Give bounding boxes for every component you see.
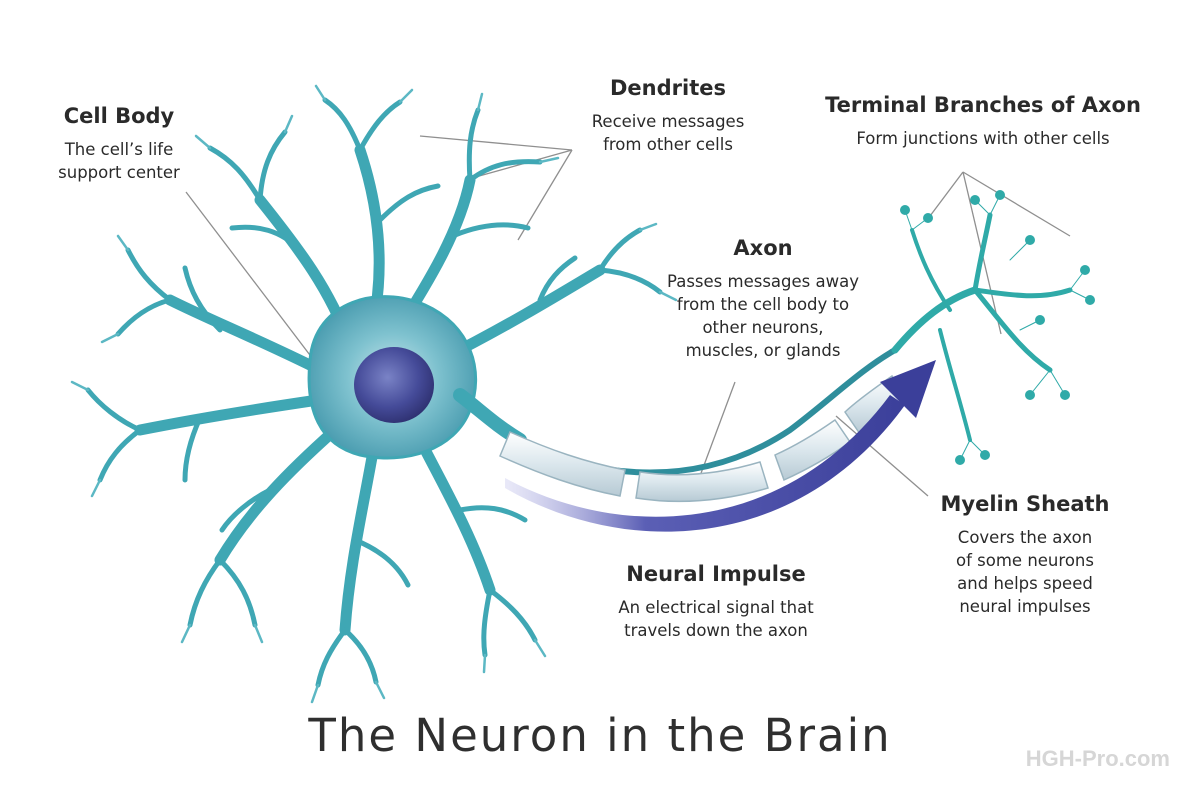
- terminal-buttons: [900, 190, 1095, 465]
- impulse-arrow-body: [505, 395, 905, 532]
- axon-description: Passes messages away from the cell body …: [667, 272, 859, 360]
- terminal-branches-title: Terminal Branches of Axon: [825, 93, 1141, 117]
- terminal-leader-line-1: [929, 171, 964, 217]
- watermark-text: HGH-Pro.com: [1025, 746, 1170, 771]
- cell-body-title: Cell Body: [63, 104, 175, 128]
- terminal-branches: [891, 194, 1091, 461]
- dendrites-title: Dendrites: [610, 76, 726, 100]
- myelin-leader-line: [835, 415, 929, 497]
- axon-label: Axon Passes messages away from the cell …: [648, 235, 878, 362]
- dendrites-leader-line-1: [419, 135, 573, 151]
- neural-impulse-label: Neural Impulse An electrical signal that…: [598, 561, 834, 642]
- terminal-leader-line-3: [962, 171, 1071, 237]
- neural-impulse-title: Neural Impulse: [626, 562, 806, 586]
- nucleus-shape: [354, 347, 434, 423]
- impulse-arrow-head: [880, 360, 936, 418]
- cell-body-description: The cell’s life support center: [58, 140, 180, 182]
- myelin-sheath-label: Myelin Sheath Covers the axon of some ne…: [930, 491, 1120, 618]
- cell-body-label: Cell Body The cell’s life support center: [35, 103, 203, 184]
- neural-impulse-description: An electrical signal that travels down t…: [618, 598, 814, 640]
- terminal-branches-description: Form junctions with other cells: [856, 129, 1110, 148]
- diagram-title: The Neuron in the Brain: [308, 709, 892, 762]
- dendrites-label: Dendrites Receive messages from other ce…: [555, 75, 781, 156]
- axon-title: Axon: [733, 236, 793, 260]
- terminal-branches-label: Terminal Branches of Axon Form junctions…: [815, 92, 1151, 150]
- myelin-sheath-segments: [499, 374, 907, 503]
- myelin-sheath-description: Covers the axon of some neurons and help…: [956, 528, 1094, 616]
- dendrites-leader-line-3: [517, 149, 573, 241]
- myelin-sheath-title: Myelin Sheath: [940, 492, 1110, 516]
- dendrites-description: Receive messages from other cells: [591, 112, 745, 154]
